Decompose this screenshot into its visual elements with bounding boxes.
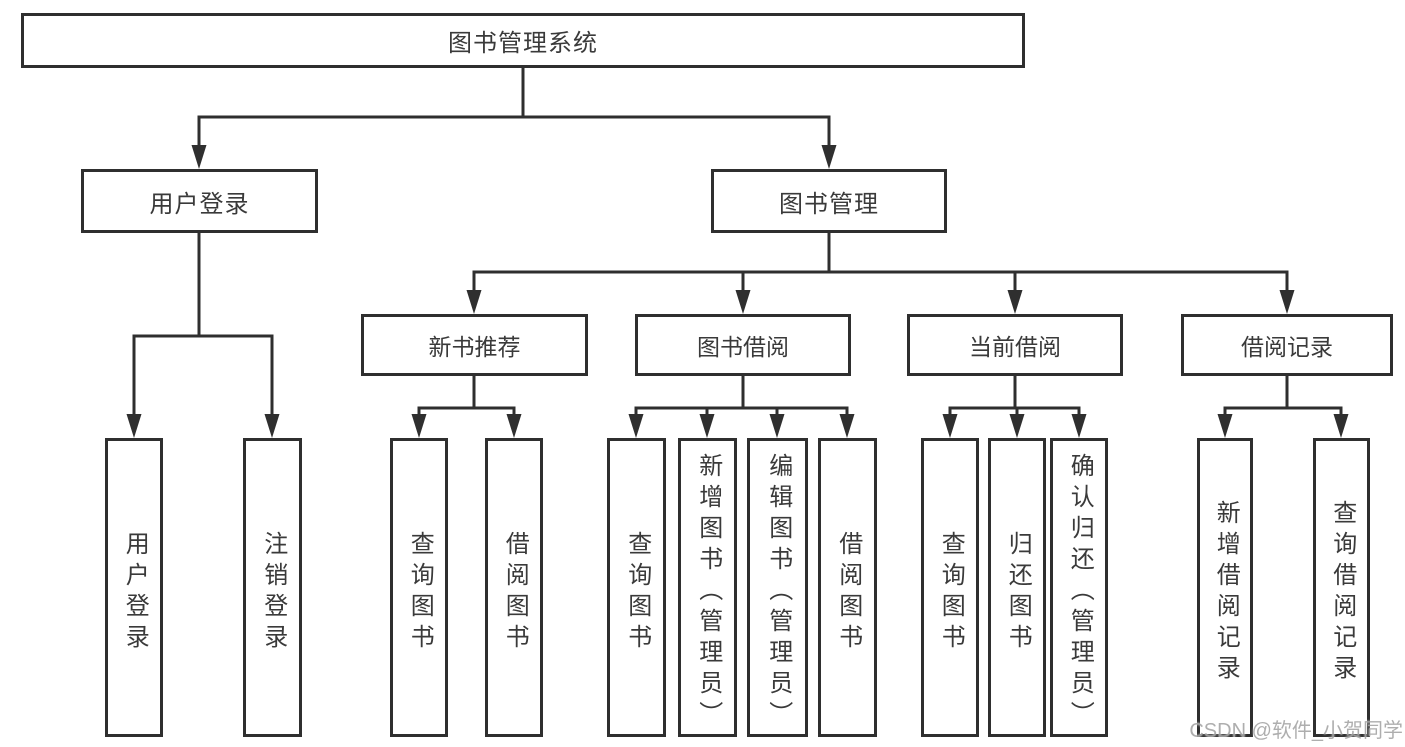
leaf-user-login: 用户登录 <box>105 438 163 737</box>
arrowhead-icons <box>126 145 1349 438</box>
leaf-recommend-borrow-book: 借阅图书 <box>485 438 543 737</box>
leaf-edit-book-admin: 编辑图书（管理员） <box>747 438 808 737</box>
node-new-book-recommend: 新书推荐 <box>361 314 588 376</box>
node-borrowing-records: 借阅记录 <box>1181 314 1393 376</box>
csdn-watermark: CSDN @软件_小贺同学 <box>1189 720 1403 742</box>
node-user-login: 用户登录 <box>81 169 318 233</box>
leaf-current-query-book: 查询图书 <box>921 438 979 737</box>
node-current-borrowing: 当前借阅 <box>907 314 1123 376</box>
leaf-borrowing-borrow-book: 借阅图书 <box>818 438 877 737</box>
node-book-management: 图书管理 <box>711 169 947 233</box>
node-book-borrowing: 图书借阅 <box>635 314 851 376</box>
leaf-query-borrow-record: 查询借阅记录 <box>1313 438 1370 737</box>
node-root-system: 图书管理系统 <box>21 13 1025 68</box>
leaf-add-book-admin: 新增图书（管理员） <box>678 438 737 737</box>
leaf-return-book: 归还图书 <box>988 438 1046 737</box>
leaf-logout: 注销登录 <box>243 438 302 737</box>
leaf-confirm-return-admin: 确认归还（管理员） <box>1050 438 1108 737</box>
leaf-add-borrow-record: 新增借阅记录 <box>1197 438 1253 737</box>
leaf-borrowing-query-book: 查询图书 <box>607 438 666 737</box>
leaf-recommend-query-book: 查询图书 <box>390 438 448 737</box>
